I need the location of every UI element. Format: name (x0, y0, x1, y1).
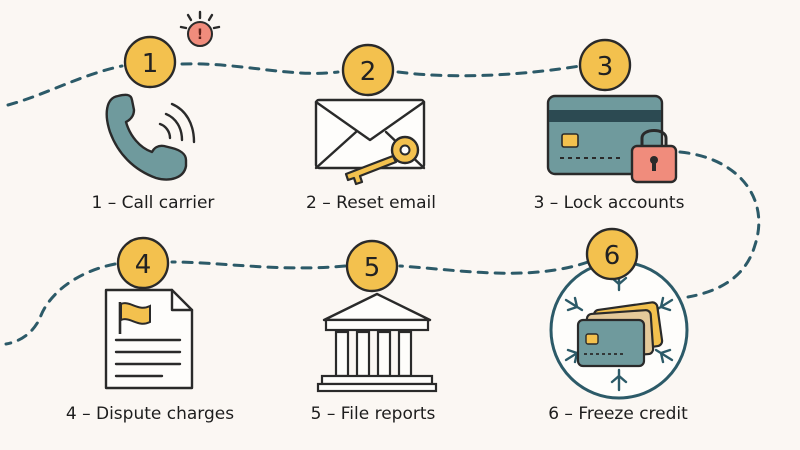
step-4-badge: 4 (116, 236, 170, 290)
step-2-number: 2 (360, 57, 377, 87)
phone-icon (105, 93, 196, 181)
step-3-label: 3 – Lock accounts (534, 193, 685, 213)
step-1: 1 1 – Call carrier (92, 35, 215, 213)
journey-path (4, 62, 761, 346)
step-2-label: 2 – Reset email (306, 193, 436, 213)
step-4-label: 4 – Dispute charges (66, 404, 234, 424)
envelope-key-icon (314, 98, 426, 186)
step-2: 2 2 – Reset email (306, 43, 436, 213)
document-flag-icon (104, 288, 194, 390)
step-4: 4 4 – Dispute charges (66, 236, 234, 424)
step-6: 6 6 – Freeze credit (548, 227, 689, 424)
step-5-number: 5 (364, 253, 381, 283)
step-1-badge: 1 (123, 35, 177, 89)
step-1-number: 1 (142, 49, 159, 79)
step-6-badge: 6 (585, 227, 639, 281)
step-1-label: 1 – Call carrier (92, 193, 215, 213)
step-5: 5 5 – File reports (311, 239, 438, 424)
step-4-number: 4 (135, 250, 152, 280)
step-3: 3 3 – Lock accounts (534, 38, 685, 213)
frozen-cards-icon (549, 260, 689, 400)
step-5-label: 5 – File reports (311, 404, 436, 424)
bank-building-icon (316, 292, 438, 393)
step-2-badge: 2 (341, 43, 395, 97)
alert-symbol: ! (197, 27, 203, 43)
card-padlock-icon (546, 94, 678, 184)
step-3-number: 3 (597, 52, 614, 82)
step-6-number: 6 (604, 241, 621, 271)
step-3-badge: 3 (578, 38, 632, 92)
alert-icon: ! (179, 10, 221, 47)
step-6-label: 6 – Freeze credit (548, 404, 688, 424)
step-5-badge: 5 (345, 239, 399, 293)
